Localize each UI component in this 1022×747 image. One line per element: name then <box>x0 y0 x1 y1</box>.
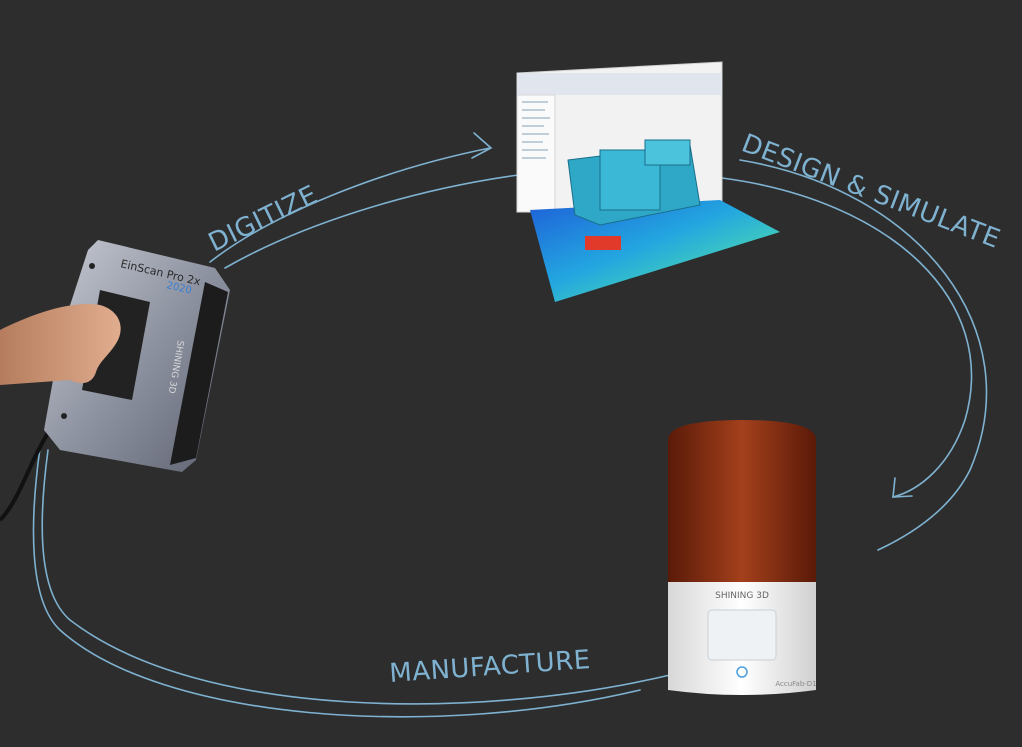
scanner-screw <box>61 413 67 419</box>
printer-lid <box>668 420 816 582</box>
arrowhead-icon <box>892 477 913 498</box>
simulation-machine-model <box>567 139 701 250</box>
arrowhead-icon <box>471 132 493 159</box>
arrow-manufacture-inner <box>32 447 641 718</box>
arrow-digitize-inner <box>224 174 519 269</box>
software-toolbar <box>517 73 722 95</box>
arrow-manufacture-to-digitize <box>41 449 671 705</box>
stage-label-digitize: DIGITIZE <box>204 180 323 258</box>
software-tree-panel <box>516 94 556 213</box>
arrow-design-to-manufacture <box>721 177 973 498</box>
printer-control-panel <box>707 609 777 661</box>
stage-label-design: DESIGN & SIMULATE <box>737 129 1004 255</box>
scanner-side-panel <box>170 282 228 465</box>
scanner-screw <box>89 263 95 269</box>
handheld-scanner-icon: EinScan Pro 2x 2020 SHINING 3D <box>0 240 230 522</box>
stage-label-manufacture: MANUFACTURE <box>388 645 591 689</box>
power-icon <box>736 666 748 678</box>
printer-model-label: AccuFab-D1 <box>775 680 816 688</box>
software-screen-icon <box>516 61 780 302</box>
resin-printer-icon: SHINING 3D AccuFab-D1 <box>668 420 817 695</box>
simulation-floor <box>530 200 780 302</box>
arrow-digitize-to-design <box>209 147 491 263</box>
software-tree-lines <box>522 101 550 159</box>
cycle-arrows <box>32 132 988 718</box>
hand <box>0 304 121 385</box>
scanner-cable <box>0 428 52 522</box>
printer-brand-label: SHINING 3D <box>715 591 769 601</box>
arrow-design-outer <box>739 159 988 551</box>
